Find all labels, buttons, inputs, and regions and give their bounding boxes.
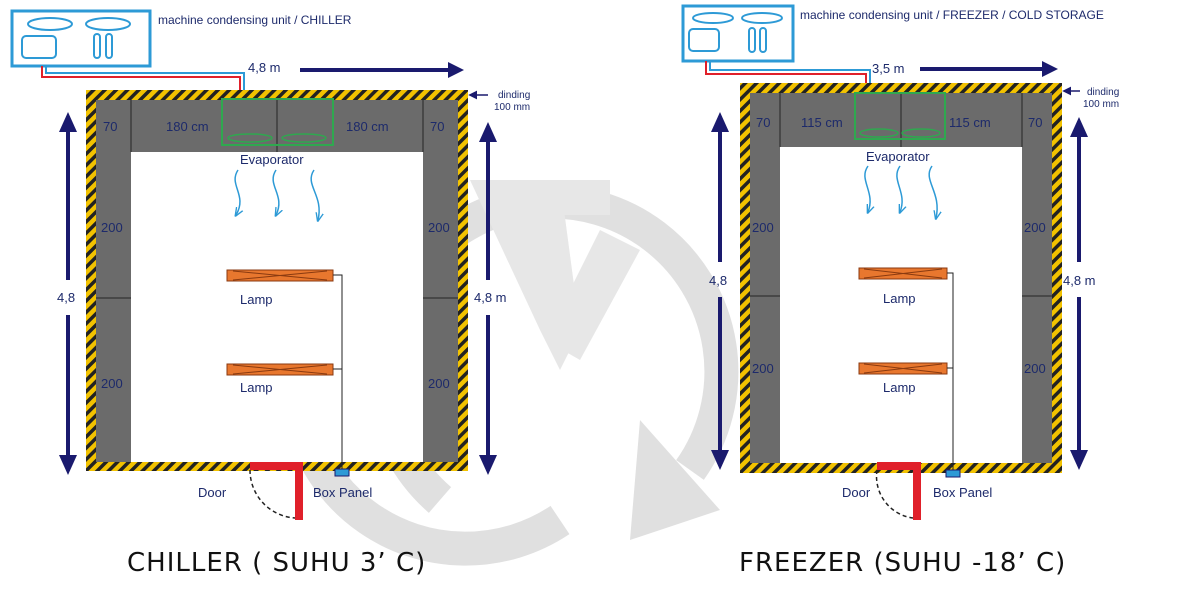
box-panel-icon xyxy=(945,469,961,478)
freezer-plan: machine condensing unit / FREEZER / COLD… xyxy=(681,4,1119,578)
top-left-span: 180 cm xyxy=(166,119,209,134)
lamp-icon xyxy=(858,267,948,280)
top-right-span: 115 cm xyxy=(949,115,991,130)
chiller-caption: CHILLER ( SUHU 3’ C) xyxy=(127,548,426,578)
box-panel-icon xyxy=(334,468,350,477)
evaporator-label: Evaporator xyxy=(866,149,930,164)
right-panel-column xyxy=(1022,147,1052,463)
left-lower-panel: 200 xyxy=(101,376,123,391)
lamp-2-label: Lamp xyxy=(240,380,273,395)
box-panel-label: Box Panel xyxy=(933,485,992,500)
left-height-arrow xyxy=(59,112,77,475)
lamp-1-label: Lamp xyxy=(240,292,273,307)
right-panel-column xyxy=(423,152,458,462)
lamp-icon xyxy=(226,269,334,282)
box-panel-label: Box Panel xyxy=(313,485,372,500)
right-lower-panel: 200 xyxy=(428,376,450,391)
refrigerant-pipe xyxy=(705,61,867,85)
right-lower-panel: 200 xyxy=(1024,361,1046,376)
right-height-dim: 4,8 m xyxy=(1063,273,1096,288)
pipe-length: 4,8 m xyxy=(248,60,281,75)
left-height-arrow xyxy=(711,112,729,470)
pipe-length: 3,5 m xyxy=(872,61,905,76)
refrigerant-pipe xyxy=(41,66,241,90)
evaporator-icon xyxy=(854,92,946,140)
evaporator-icon xyxy=(221,98,334,146)
left-height-dim: 4,8 xyxy=(57,290,75,305)
machine-label: machine condensing unit / FREEZER / COLD… xyxy=(800,8,1104,22)
wiring xyxy=(947,272,954,470)
airflow-arrows xyxy=(864,165,937,218)
refrigerant-pipe-blue xyxy=(709,61,871,85)
right-height-arrow xyxy=(479,122,497,475)
top-right-span: 180 cm xyxy=(346,119,389,134)
dinding-label: dinding xyxy=(1087,87,1119,98)
pipe-length-arrow xyxy=(300,62,464,78)
left-lower-panel: 200 xyxy=(752,361,774,376)
pipe-length-arrow xyxy=(920,61,1058,77)
door-icon xyxy=(249,462,303,520)
top-corner-right: 70 xyxy=(1028,115,1042,130)
top-corner-right: 70 xyxy=(430,119,444,134)
top-corner-left: 70 xyxy=(103,119,117,134)
condensing-unit-icon xyxy=(681,4,795,63)
door-label: Door xyxy=(198,485,227,500)
door-icon xyxy=(875,462,921,520)
top-corner-left: 70 xyxy=(756,115,770,130)
right-upper-panel: 200 xyxy=(1024,220,1046,235)
lamp-icon xyxy=(858,362,948,375)
chiller-plan: machine condensing unit / CHILLER 4,8 m … xyxy=(10,9,530,578)
airflow-arrows xyxy=(235,169,319,220)
dinding-size: 100 mm xyxy=(1083,99,1119,110)
refrigerant-pipe-blue xyxy=(45,66,245,90)
lamp-1-label: Lamp xyxy=(883,291,916,306)
lamp-2-label: Lamp xyxy=(883,380,916,395)
evaporator-label: Evaporator xyxy=(240,152,304,167)
lamp-icon xyxy=(226,363,334,376)
left-height-dim: 4,8 xyxy=(709,273,727,288)
dinding-label: dinding xyxy=(498,90,530,101)
left-upper-panel: 200 xyxy=(752,220,774,235)
door-label: Door xyxy=(842,485,871,500)
dinding-size: 100 mm xyxy=(494,102,530,113)
right-height-arrow xyxy=(1070,117,1088,470)
left-panel-column xyxy=(750,147,780,463)
right-upper-panel: 200 xyxy=(428,220,450,235)
left-panel-column xyxy=(96,152,131,462)
top-left-span: 115 cm xyxy=(801,115,843,130)
machine-label: machine condensing unit / CHILLER xyxy=(158,13,352,27)
condensing-unit-icon xyxy=(10,9,152,68)
right-height-dim: 4,8 m xyxy=(474,290,507,305)
wiring xyxy=(333,274,343,469)
freezer-caption: FREEZER (SUHU -18’ C) xyxy=(739,548,1066,578)
left-upper-panel: 200 xyxy=(101,220,123,235)
